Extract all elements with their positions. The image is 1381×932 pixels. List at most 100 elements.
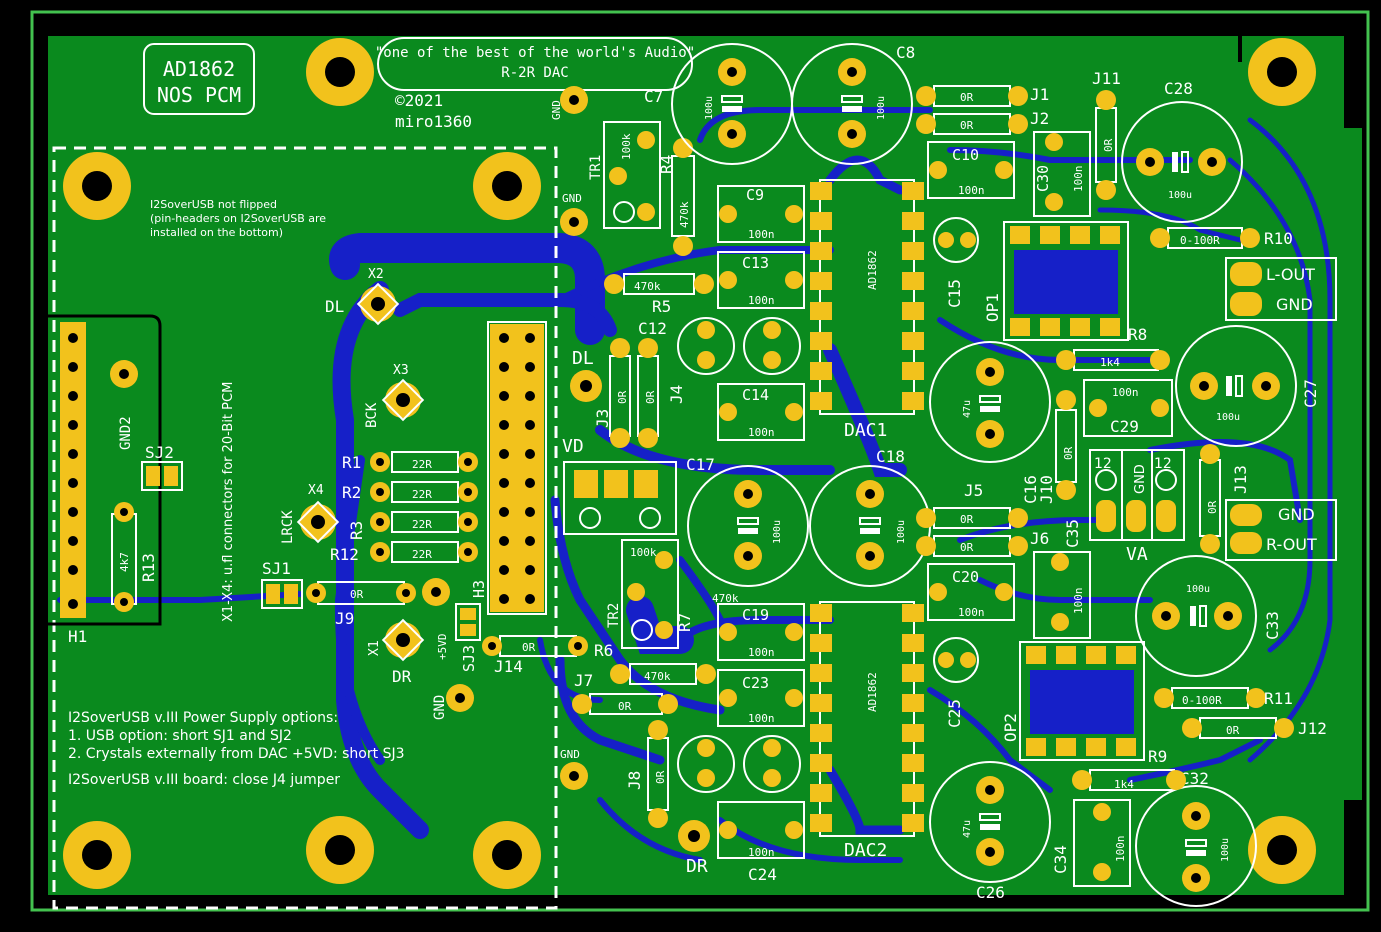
ref-r4: R4 [657, 155, 676, 174]
val-c32: 100u [1220, 838, 1231, 862]
ref-j12: J12 [1298, 719, 1327, 738]
terminal-r-out [1225, 499, 1337, 561]
ref-c13: C13 [742, 254, 769, 272]
ref-c16: C16 [1021, 475, 1040, 504]
val-r7: 470k [712, 592, 739, 605]
resistor-r3 [370, 511, 478, 533]
label-gnd-top: GND [550, 100, 563, 120]
ufl-x4 [296, 500, 340, 544]
ref-r10: R10 [1264, 229, 1293, 248]
val-r4: 470k [678, 201, 691, 228]
ref-c25: C25 [945, 699, 964, 728]
label-dl-x2: DL [325, 297, 344, 316]
ref-c10: C10 [952, 146, 979, 164]
mounting-hole [306, 38, 374, 106]
cap-c7 [671, 43, 793, 165]
ic-dac2 [810, 601, 924, 837]
mounting-hole [1248, 38, 1316, 106]
val-r9: 1k4 [1114, 778, 1134, 791]
val-j12: 0R [1226, 724, 1240, 737]
cap-c25 [933, 637, 979, 683]
cap-c19 [717, 603, 805, 661]
ref-c34: C34 [1051, 845, 1070, 874]
ref-dac1: DAC1 [844, 420, 887, 441]
c30-body [1033, 131, 1091, 217]
ref-j1: J1 [1030, 85, 1049, 104]
pad-dl [570, 370, 602, 402]
val-j9: 0R [350, 588, 364, 601]
val-j10: 0R [1062, 446, 1075, 460]
val-r5: 470k [634, 280, 661, 293]
ref-r5: R5 [652, 297, 671, 316]
ref-r9: R9 [1148, 747, 1167, 766]
val-j8: 0R [654, 770, 667, 784]
ref-c14: C14 [742, 386, 769, 404]
copyright: ©2021 [395, 91, 443, 110]
cap-c14 [717, 383, 805, 441]
cap-c16 [929, 341, 1051, 463]
ref-c27: C27 [1301, 379, 1320, 408]
mounting-holes [63, 38, 1316, 889]
val-j7: 0R [618, 700, 632, 713]
ref-r13: R13 [139, 553, 158, 582]
note-flip-3: installed on the bottom) [150, 226, 283, 239]
val-c26: 47u [962, 820, 973, 838]
val-dac2: AD1862 [866, 672, 879, 712]
ref-c8: C8 [896, 43, 915, 62]
ref-j5: J5 [964, 481, 983, 500]
ufl-x1 [381, 618, 425, 662]
note-flip-1: I2SoverUSB not flipped [150, 198, 277, 211]
ref-c15: C15 [945, 279, 964, 308]
val-r6: 470k [644, 670, 671, 683]
label-gnd2: GND2 [118, 416, 134, 450]
ref-j2: J2 [1030, 109, 1049, 128]
pad-gnd-3 [560, 762, 588, 790]
note-flip-2: (pin-headers on I2SoverUSB are [150, 212, 326, 225]
header-h1 [40, 314, 162, 626]
label-gnd-3: GND [560, 748, 580, 761]
note-ps-title: I2SoverUSB v.III Power Supply options: [68, 710, 338, 726]
mounting-hole [63, 821, 131, 889]
ic-op2 [1019, 641, 1145, 761]
val-j2: 0R [960, 119, 974, 132]
ref-op1: OP1 [983, 293, 1002, 322]
val-c8: 100u [876, 96, 887, 120]
ref-x1: X1 [367, 640, 382, 656]
ref-r7: R7 [675, 613, 694, 632]
val-c33: 100u [1186, 584, 1210, 595]
val-j6: 0R [960, 541, 974, 554]
ref-tr2: TR2 [606, 603, 622, 628]
ic-op1 [1003, 221, 1129, 341]
label-gnd-mid: GND [432, 695, 448, 720]
ref-j7: J7 [574, 671, 593, 690]
label-va-12a: 12 [1094, 456, 1112, 472]
ref-c9: C9 [746, 186, 764, 204]
slogan-line1: "one of the best of the world's Audio" [375, 45, 695, 61]
resistor-r1 [370, 451, 478, 473]
ref-r2: R2 [342, 483, 361, 502]
note-jumper: I2SoverUSB v.III board: close J4 jumper [68, 772, 340, 788]
label-gnd-r: GND [1278, 505, 1315, 524]
ref-c24: C24 [748, 865, 777, 884]
label-l-out: L-OUT [1266, 265, 1315, 284]
label-dr: DR [686, 856, 708, 877]
cap-c27 [1175, 325, 1297, 447]
terminal-l-out [1225, 257, 1337, 321]
val-c9: 100n [748, 228, 775, 241]
sj2-pad-a [146, 466, 160, 486]
ref-r12: R12 [330, 545, 359, 564]
label-gnd-l: GND [1276, 295, 1313, 314]
val-c23: 100n [748, 712, 775, 725]
ref-r6: R6 [594, 641, 613, 660]
ref-c30: C30 [1034, 165, 1052, 192]
ref-r1: R1 [342, 453, 361, 472]
ref-j13: J13 [1231, 465, 1250, 494]
label-va: VA [1126, 544, 1148, 565]
ref-c32: C32 [1180, 769, 1209, 788]
ufl-x2 [356, 282, 400, 326]
sj2-pad-b [164, 466, 178, 486]
ref-c17: C17 [686, 455, 715, 474]
label-dr-x1: DR [392, 667, 412, 686]
